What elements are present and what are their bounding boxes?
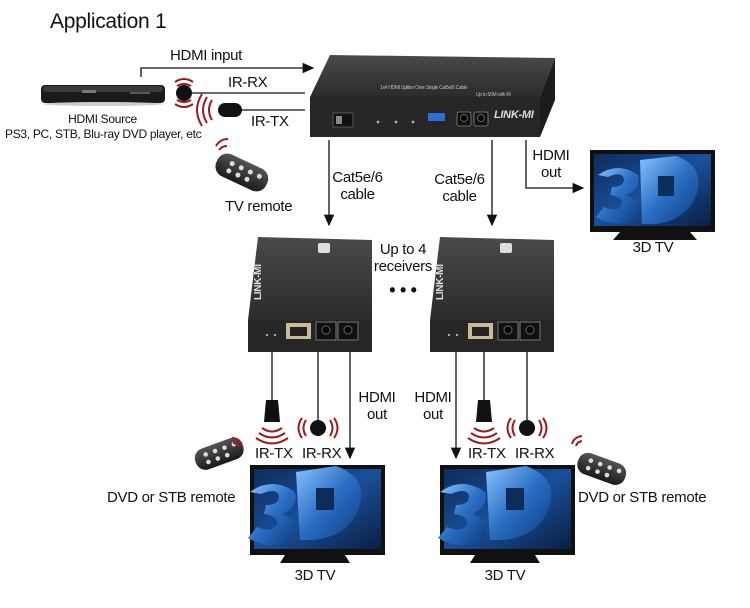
ir-tx-label-1: IR-TX <box>255 445 293 462</box>
receiver-2 <box>430 237 554 352</box>
tv-remote-icon <box>215 153 269 192</box>
main-3d-tv <box>590 150 715 240</box>
ir-rx-label-1: IR-RX <box>302 445 342 462</box>
ir-receiver-eye-icon <box>297 417 339 439</box>
tv-remote-label: TV remote <box>225 198 293 215</box>
dvd-remote-icon-right <box>577 452 627 485</box>
hdmi-out-label-1: HDMI out <box>356 389 398 423</box>
ir-receiver-eye-icon <box>174 78 194 108</box>
hdmi-out-label-2: HDMI out <box>412 389 454 423</box>
hdmi-out-main-line2: out <box>541 163 561 181</box>
transmitter-caption-2: Up to 50M with IR <box>476 92 511 98</box>
receivers-note-line1: Up to 4 <box>379 241 427 258</box>
ir-rx-label: IR-RX <box>228 74 268 91</box>
receivers-ellipsis: • • • <box>389 280 417 300</box>
ir-emitter-icon <box>196 93 242 127</box>
transmitter-brand: LINK-MI <box>494 109 534 121</box>
hdmi-out-label-2-line1: HDMI <box>414 389 452 406</box>
hdmi-source-device <box>41 85 165 106</box>
ir-receiver-eye-icon <box>506 417 548 439</box>
hdmi-splitter-transmitter <box>310 55 555 137</box>
ir-rx-label-2: IR-RX <box>515 445 555 462</box>
ir-emitter-icon <box>255 400 289 445</box>
hdmi-out-main-line <box>525 140 585 194</box>
diagram-title: Application 1 <box>50 10 167 33</box>
transmitter-caption-1: 1x4 HDMI Splitter Over Single Cat5e/6 Ca… <box>380 85 468 91</box>
hdmi-input-line <box>140 62 315 77</box>
receiver-1 <box>248 237 372 352</box>
hdmi-out-label-2-line2: out <box>423 405 443 423</box>
cable-label-2-line1: Cat5e/6 <box>434 171 485 188</box>
cable-label-2: Cat5e/6 cable <box>432 171 487 205</box>
receiver-1-brand: LINK-MI <box>253 264 264 300</box>
receivers-note-line2: receivers <box>373 257 433 275</box>
hdmi-out-label-1-line1: HDMI <box>358 389 396 406</box>
dvd-remote-label-left: DVD or STB remote <box>107 489 236 506</box>
ir-tx-label-2: IR-TX <box>468 445 506 462</box>
hdmi-source-sublabel: PS3, PC, STB, Blu-ray DVD player, etc <box>5 127 202 141</box>
dvd-remote-label-right: DVD or STB remote <box>578 489 707 506</box>
hdmi-source-label: HDMI Source <box>68 112 137 126</box>
hdmi-out-label-1-line2: out <box>367 405 387 423</box>
dvd-remote-icon-left <box>194 437 244 470</box>
tv-label-left: 3D TV <box>294 567 336 584</box>
main-tv-label: 3D TV <box>632 239 674 256</box>
ir-emitter-icon <box>467 400 501 445</box>
hdmi-out-main-label: HDMI out <box>530 147 572 181</box>
3d-tv-left <box>248 465 385 563</box>
receivers-note: Up to 4 receivers <box>368 241 438 275</box>
hdmi-input-label: HDMI input <box>170 47 243 64</box>
ir-tx-label: IR-TX <box>251 113 289 130</box>
cable-label-1: Cat5e/6 cable <box>330 169 385 203</box>
cable-label-2-line2: cable <box>442 187 477 205</box>
tv-label-right: 3D TV <box>484 567 526 584</box>
hdmi-out-main-line1: HDMI <box>532 147 570 164</box>
cable-label-1-line2: cable <box>340 185 375 203</box>
cable-label-1-line1: Cat5e/6 <box>332 169 383 186</box>
3d-tv-right <box>438 465 575 563</box>
